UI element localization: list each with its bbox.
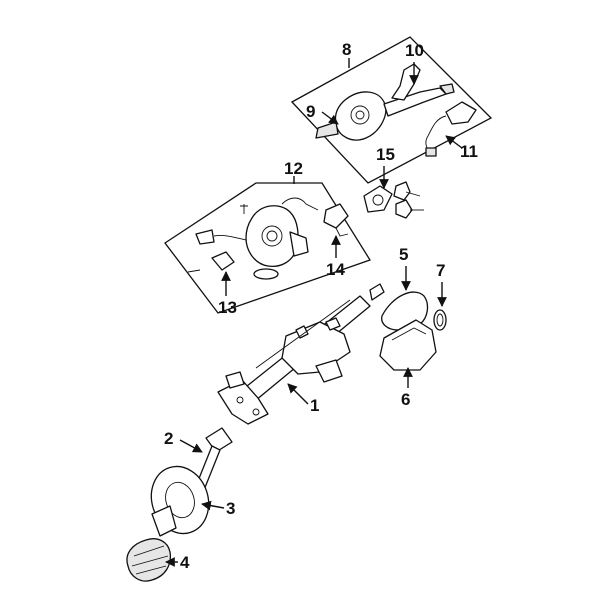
trim-ring-part xyxy=(433,309,447,331)
callout-11: 11 xyxy=(460,142,478,161)
sensor-part xyxy=(425,101,477,157)
seal-plate-part xyxy=(150,465,210,537)
combination-switch-part xyxy=(315,63,455,141)
steering-column-part xyxy=(217,283,385,425)
intermediate-shaft-part xyxy=(195,427,233,491)
callout-9: 9 xyxy=(306,102,315,121)
callout-2: 2 xyxy=(164,429,173,448)
callout-12: 12 xyxy=(284,159,303,178)
callout-14: 14 xyxy=(326,260,345,279)
callout-13: 13 xyxy=(218,298,237,317)
callout-6: 6 xyxy=(401,390,410,409)
callout-5: 5 xyxy=(399,245,408,264)
boot-part xyxy=(126,538,172,582)
group-box-12 xyxy=(164,176,371,314)
lock-housing-part xyxy=(187,197,319,280)
callout-10: 10 xyxy=(405,41,424,60)
callout-4: 4 xyxy=(180,553,190,572)
callout-8: 8 xyxy=(342,40,351,59)
key-cylinder-part xyxy=(363,181,424,219)
connector-part-14 xyxy=(323,203,349,237)
lower-cover-part xyxy=(379,319,437,371)
callout-15: 15 xyxy=(376,145,395,164)
callout-3: 3 xyxy=(226,499,235,518)
callout-7: 7 xyxy=(436,261,445,280)
callout-1: 1 xyxy=(310,396,319,415)
group-box-8 xyxy=(290,36,493,184)
